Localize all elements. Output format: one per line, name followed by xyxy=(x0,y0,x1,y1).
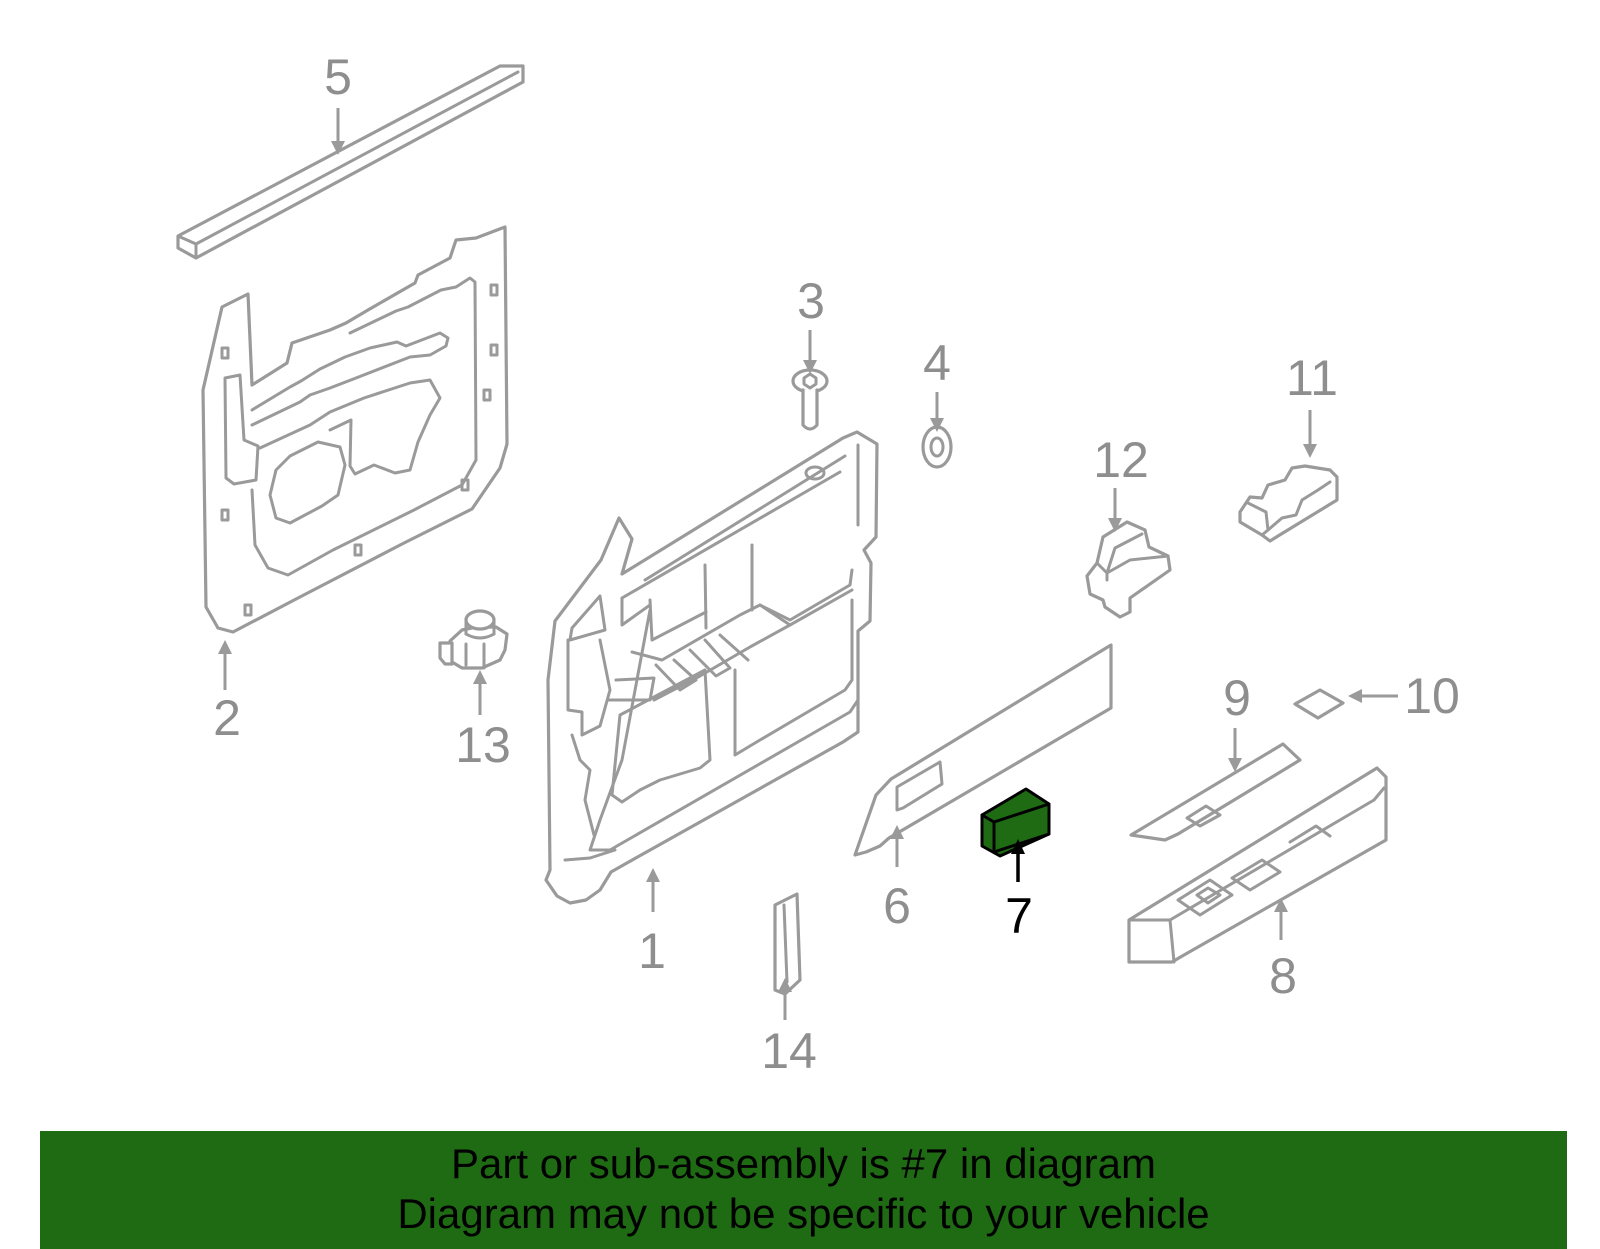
part-1-door-trim-panel[interactable] xyxy=(544,430,879,905)
info-banner: Part or sub-assembly is #7 in diagram Di… xyxy=(40,1131,1567,1249)
callout-13: 13 xyxy=(455,717,511,773)
callout-7: 7 xyxy=(1005,888,1033,944)
callout-2: 2 xyxy=(213,690,241,746)
part-5-belt-molding[interactable] xyxy=(176,64,525,260)
part-13-retainer[interactable] xyxy=(438,609,509,670)
part-14-trim-strip[interactable] xyxy=(773,892,802,996)
part-6-armrest-pad[interactable] xyxy=(853,643,1113,857)
callout-12: 12 xyxy=(1093,432,1149,488)
banner-line-2: Diagram may not be specific to your vehi… xyxy=(397,1190,1210,1237)
callout-labels: 5 2 3 4 13 1 14 6 12 11 10 9 8 7 xyxy=(213,49,1460,1079)
callout-8: 8 xyxy=(1269,948,1297,1004)
callout-9: 9 xyxy=(1223,670,1251,726)
banner-line-1: Part or sub-assembly is #7 in diagram xyxy=(451,1140,1156,1187)
callout-arrows xyxy=(218,108,1398,1020)
part-10-insert[interactable] xyxy=(1293,688,1345,720)
part-2-inner-panel[interactable] xyxy=(201,225,509,634)
callout-5: 5 xyxy=(324,49,352,105)
callout-10: 10 xyxy=(1404,668,1460,724)
part-7-highlighted[interactable] xyxy=(980,787,1051,858)
callout-3: 3 xyxy=(797,273,825,329)
callout-14: 14 xyxy=(761,1023,817,1079)
part-3-screw[interactable] xyxy=(791,368,829,431)
part-9-switch-plate[interactable] xyxy=(1129,742,1302,842)
part-11-switch-housing[interactable] xyxy=(1238,464,1339,543)
part-12-pull-cup[interactable] xyxy=(1085,520,1172,619)
callout-1: 1 xyxy=(638,923,666,979)
callout-4: 4 xyxy=(923,335,951,391)
part-4-grommet[interactable] xyxy=(921,425,953,469)
callout-6: 6 xyxy=(883,878,911,934)
callout-11: 11 xyxy=(1286,350,1338,406)
part-8-armrest-bezel[interactable] xyxy=(1127,766,1388,964)
